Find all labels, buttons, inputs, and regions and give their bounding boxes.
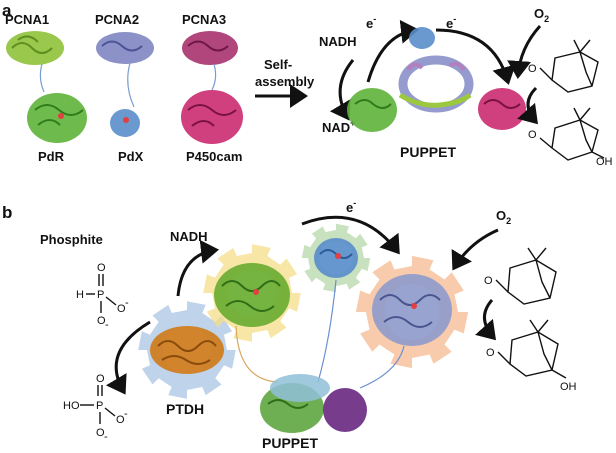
pdr-structure-b xyxy=(214,263,290,327)
phosphate-p: P xyxy=(96,400,103,412)
electron-label-a2: e- xyxy=(446,14,456,31)
camphor-structure-a: O xyxy=(528,39,599,93)
nadh-label-b: NADH xyxy=(170,229,208,244)
panel-a-label: a xyxy=(2,1,12,20)
oxygen-label-a: O2 xyxy=(534,6,549,24)
phosphate-o-bottom: O xyxy=(96,427,105,439)
self-assembly-label-line2: assembly xyxy=(255,74,315,89)
panel-b: b Phosphite O H P O - O - O HO P O xyxy=(2,198,577,451)
nadh-label-a: NADH xyxy=(319,34,357,49)
electron-label-b: e- xyxy=(346,198,356,215)
oxygen-arrow-a xyxy=(507,24,542,79)
hydroxylation-arrow-b xyxy=(475,299,497,341)
phosphate-structure: O HO P O - O - xyxy=(63,373,128,443)
hydroxycamphor-o-b: O xyxy=(486,347,495,359)
phosphite-o-bottom: O xyxy=(97,315,106,327)
phosphite-label: Phosphite xyxy=(40,232,103,247)
pcna2-pdx-structure xyxy=(96,32,154,137)
electron-arrow-a1 xyxy=(366,19,419,83)
self-assembly-label-line1: Self- xyxy=(264,57,292,72)
pcna1-label: PCNA1 xyxy=(5,12,49,27)
hydroxycamphor-o-a: O xyxy=(528,129,537,141)
nadh-to-nad-arrow xyxy=(329,59,355,121)
phosphate-minus-right: - xyxy=(124,408,128,420)
phosphite-o-top: O xyxy=(97,262,106,274)
electron-arrow-a2 xyxy=(435,28,516,85)
phosphite-oxidation-arrow xyxy=(105,320,151,395)
pcna3-p450cam-structure xyxy=(181,31,243,144)
hydroxyl-label-b: OH xyxy=(560,381,577,393)
phosphite-minus-bottom: - xyxy=(105,319,109,331)
puppet-complex-a xyxy=(347,27,526,132)
electron-label-a1: e- xyxy=(366,14,376,31)
camphor-o-a: O xyxy=(528,63,537,75)
phosphate-minus-bottom: - xyxy=(104,431,108,443)
phosphite-minus-right: - xyxy=(125,297,129,309)
pcna2-label: PCNA2 xyxy=(95,12,139,27)
hydroxyl-label-a: OH xyxy=(596,156,613,168)
pdx-structure-b xyxy=(314,238,358,278)
oxygen-label-b: O2 xyxy=(496,208,511,226)
phosphate-ho: HO xyxy=(63,400,80,412)
puppet-label-a: PUPPET xyxy=(400,144,456,160)
phosphate-o-top: O xyxy=(96,373,105,385)
phosphate-o-right: O xyxy=(116,414,125,426)
puppet-pcna-ring-b xyxy=(260,374,367,433)
electron-arrow-b xyxy=(301,215,400,255)
phosphite-h: H xyxy=(76,289,84,301)
puppet-label-b: PUPPET xyxy=(262,435,318,451)
p450cam-label: P450cam xyxy=(186,149,242,164)
phosphite-structure: O H P O - O - xyxy=(76,262,129,331)
oxygen-arrow-b xyxy=(451,228,499,271)
phosphite-o-right: O xyxy=(117,303,126,315)
nadh-arrow-b xyxy=(176,239,219,297)
camphor-o-b: O xyxy=(484,275,493,287)
ptdh-label: PTDH xyxy=(166,401,204,417)
panel-a: a PCNA1 PCNA2 PCNA3 PdR PdX xyxy=(2,1,613,168)
pcna3-label: PCNA3 xyxy=(182,12,226,27)
hydroxylation-arrow-a xyxy=(517,86,538,125)
camphor-structure-b: O xyxy=(484,247,557,305)
hydroxycamphor-structure-b: O OH xyxy=(486,319,577,393)
hydroxycamphor-structure-a: O OH xyxy=(528,107,613,168)
pcna1-pdr-structure xyxy=(6,31,87,143)
phosphite-p: P xyxy=(97,289,104,301)
p450cam-structure-b xyxy=(372,274,452,346)
pdr-label: PdR xyxy=(38,149,65,164)
ptdh-structure xyxy=(150,326,224,374)
panel-b-label: b xyxy=(2,203,12,222)
pdx-label: PdX xyxy=(118,149,144,164)
